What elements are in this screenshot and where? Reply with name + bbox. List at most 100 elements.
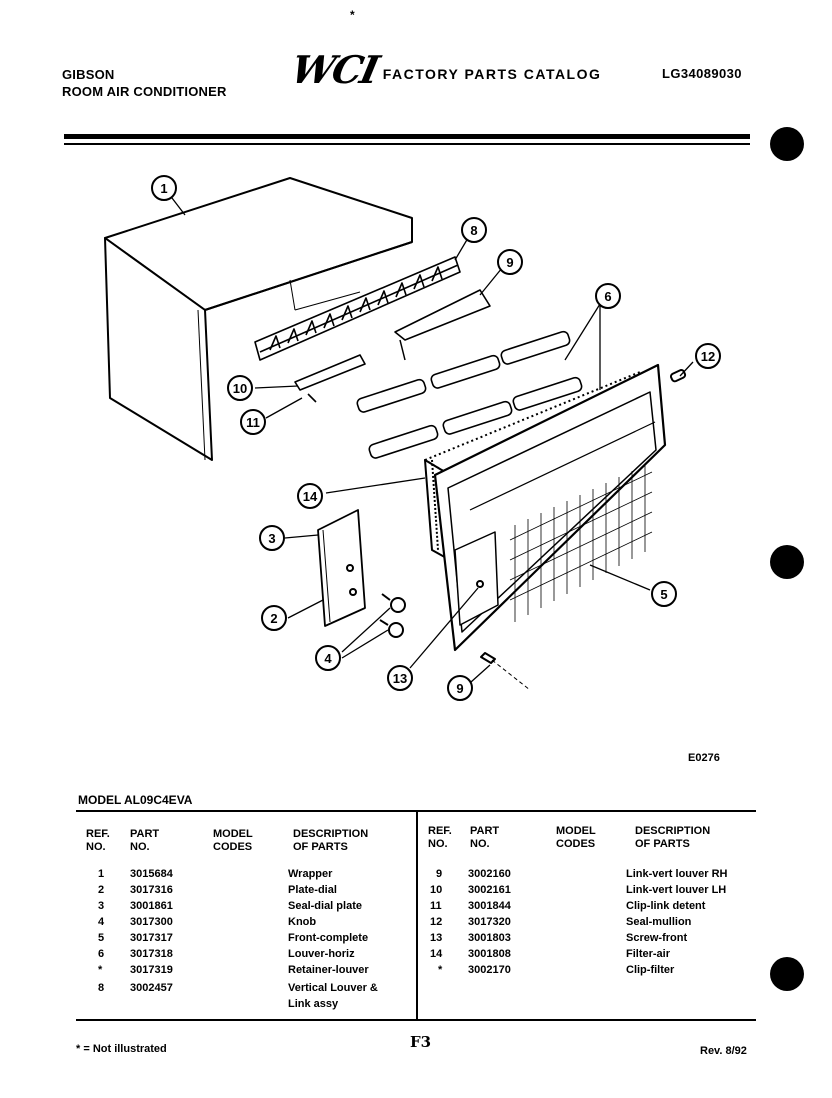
header-desc-line1: DESCRIPTION (635, 825, 711, 837)
part-no: 3017300 (130, 916, 173, 928)
header-part-line1: PART (470, 825, 500, 837)
part-no: 3017319 (130, 964, 173, 976)
part-no: 3002161 (468, 884, 511, 896)
table-divider (416, 812, 418, 1019)
part-description: Louver-horiz (288, 948, 355, 960)
catalog-title: FACTORY PARTS CATALOG (382, 66, 602, 82)
callout-label: 10 (233, 381, 247, 396)
part-no: 3002457 (130, 982, 173, 994)
part-description: Wrapper (288, 868, 333, 880)
part-no: 3017316 (130, 884, 173, 896)
part-description: Knob (288, 916, 317, 928)
part-no: 3001861 (130, 900, 173, 912)
part-no: 3017318 (130, 948, 173, 960)
ref-no: * (98, 964, 103, 976)
header-part-right: PART NO. (470, 825, 499, 851)
page-code: F3 (410, 1033, 432, 1051)
header-model-line1: MODEL (556, 825, 596, 837)
ref-no: 6 (98, 948, 105, 960)
callout-label: 2 (270, 611, 277, 626)
table-top-rule (76, 810, 756, 812)
callout-label: 11 (246, 415, 260, 430)
header-catalog-block: WCI FACTORY PARTS CATALOG (287, 47, 602, 92)
callout-label: 12 (701, 349, 715, 364)
header-brand-block: GIBSON ROOM AIR CONDITIONER (62, 66, 227, 100)
ref-no: 3 (98, 900, 105, 912)
bottom-link (480, 652, 531, 691)
figure-code: E0276 (688, 752, 720, 764)
header-part-line2: NO. (470, 838, 490, 850)
header-rule-thick (64, 134, 750, 139)
punch-hole-top (770, 127, 804, 161)
footnote-not-illustrated: * = Not illustrated (76, 1043, 167, 1055)
callout-label: 8 (470, 223, 477, 238)
header-part-line1: PART (130, 828, 160, 840)
ref-no: * (438, 964, 443, 976)
part-description: Screw-front (626, 932, 688, 944)
punch-hole-middle (770, 545, 804, 579)
header-part: PART NO. (130, 828, 159, 854)
part-no: 3017320 (468, 916, 511, 928)
callout-label: 5 (660, 587, 667, 602)
part-description: Clip-filter (626, 964, 675, 976)
part-description: Clip-link detent (626, 900, 706, 912)
part-description: Retainer-louver (288, 964, 369, 976)
punch-hole-bottom (770, 957, 804, 991)
part-description: Link-vert louver LH (626, 884, 727, 896)
part-no: 3001803 (468, 932, 511, 944)
ref-no: 9 (436, 868, 443, 880)
header-description: DESCRIPTION OF PARTS (293, 828, 368, 854)
header-model-line2: CODES (556, 838, 596, 850)
part-description: Seal-mullion (626, 916, 692, 928)
header-model-line1: MODEL (213, 828, 253, 840)
header-ref-line1: REF. (428, 825, 452, 837)
part-no: 3001808 (468, 948, 511, 960)
header-rule-thin (64, 143, 750, 145)
exploded-parts-diagram: 1 8 9 6 12 10 11 14 3 2 4 13 9 5 (104, 175, 721, 701)
header-desc-line2: OF PARTS (293, 841, 348, 853)
part-description: Link-vert louver RH (626, 868, 728, 880)
table-bottom-rule (76, 1019, 756, 1021)
ref-no: 5 (98, 932, 105, 944)
part-description: Seal-dial plate (288, 900, 362, 912)
ref-no: 10 (430, 884, 443, 896)
callout-label: 3 (268, 531, 275, 546)
ref-no: 8 (98, 982, 105, 994)
revision-date: Rev. 8/92 (700, 1045, 747, 1057)
header-model-line2: CODES (213, 841, 253, 853)
part-no: 3001844 (468, 900, 511, 912)
header-ref-right: REF. NO. (428, 825, 452, 851)
header-ref: REF. NO. (86, 828, 110, 854)
brand-name: GIBSON (62, 67, 115, 82)
dial-plate (317, 509, 406, 638)
part-description: Filter-air (626, 948, 671, 960)
part-no: 3017317 (130, 932, 173, 944)
header-ref-line2: NO. (428, 838, 448, 850)
header-desc-line1: DESCRIPTION (293, 828, 369, 840)
part-no: 3002160 (468, 868, 511, 880)
callout-bubbles: 1 8 9 6 12 10 11 14 3 2 4 13 9 5 (151, 175, 721, 701)
part-description: Plate-dial (288, 884, 337, 896)
callout-label: 1 (160, 181, 167, 196)
header-ref-line1: REF. (86, 828, 110, 840)
product-name: ROOM AIR CONDITIONER (62, 84, 227, 99)
header-model-codes-right: MODEL CODES (556, 825, 596, 851)
wrapper-part (104, 177, 413, 461)
callout-label: 13 (393, 671, 407, 686)
wci-logo: WCI (287, 47, 382, 92)
header-description-right: DESCRIPTION OF PARTS (635, 825, 710, 851)
ref-no: 1 (98, 868, 105, 880)
ref-no: 11 (430, 900, 442, 912)
horizontal-louvers (356, 330, 583, 459)
part-description: Front-complete (288, 932, 369, 944)
ref-no: 14 (430, 948, 443, 960)
doc-number: LG34089030 (662, 66, 742, 81)
header-part-line2: NO. (130, 841, 150, 853)
vertical-louver-assy (254, 256, 491, 403)
callout-label: 6 (604, 289, 611, 304)
callout-label: 9 (506, 255, 513, 270)
part-description-cont: Link assy (288, 998, 339, 1010)
ref-no: 12 (430, 916, 443, 928)
callout-label: 9 (456, 681, 463, 696)
part-no: 3002170 (468, 964, 511, 976)
